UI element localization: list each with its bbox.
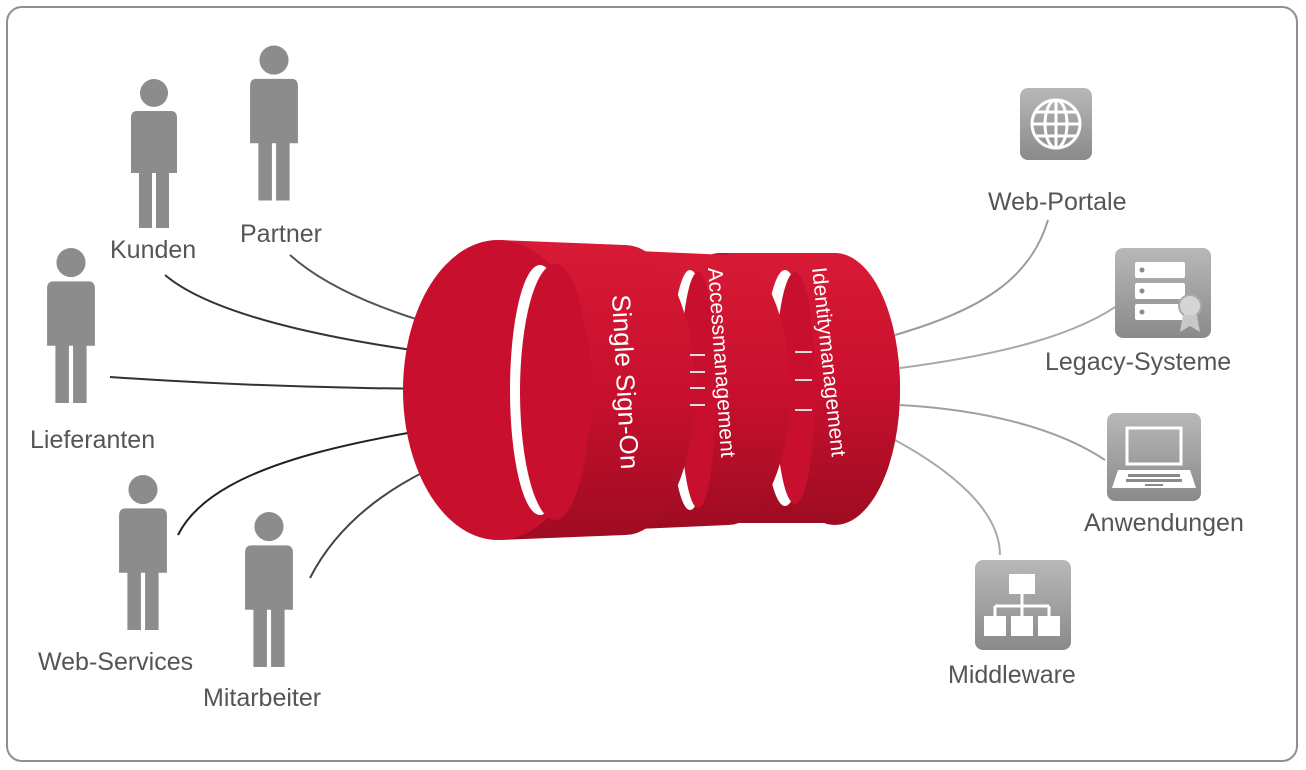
label-mitarbeiter: Mitarbeiter [203, 686, 321, 711]
connector-web-portale [895, 220, 1048, 335]
person-kunden-icon [131, 79, 177, 228]
label-web-services: Web-Services [38, 650, 193, 675]
person-partner-icon [250, 46, 298, 201]
person-web-services-icon [119, 475, 167, 630]
globe-icon [1020, 88, 1092, 160]
person-mitarbeiter-icon [245, 512, 293, 667]
laptop-icon [1107, 413, 1201, 501]
network-hierarchy-icon [975, 560, 1071, 650]
connector-middleware [895, 440, 1000, 555]
label-middleware: Middleware [948, 663, 1076, 688]
ring-sso [403, 240, 695, 540]
label-anwendungen: Anwendungen [1084, 511, 1244, 536]
label-web-portale: Web-Portale [988, 190, 1127, 215]
person-lieferanten-icon [47, 248, 95, 403]
server-rack-icon [1115, 248, 1211, 338]
system-connectors [895, 220, 1125, 555]
label-lieferanten: Lieferanten [30, 428, 155, 453]
label-kunden: Kunden [110, 238, 196, 263]
connector-anwendungen [900, 405, 1105, 460]
label-partner: Partner [240, 222, 322, 247]
label-legacy-systeme: Legacy-Systeme [1045, 350, 1231, 375]
